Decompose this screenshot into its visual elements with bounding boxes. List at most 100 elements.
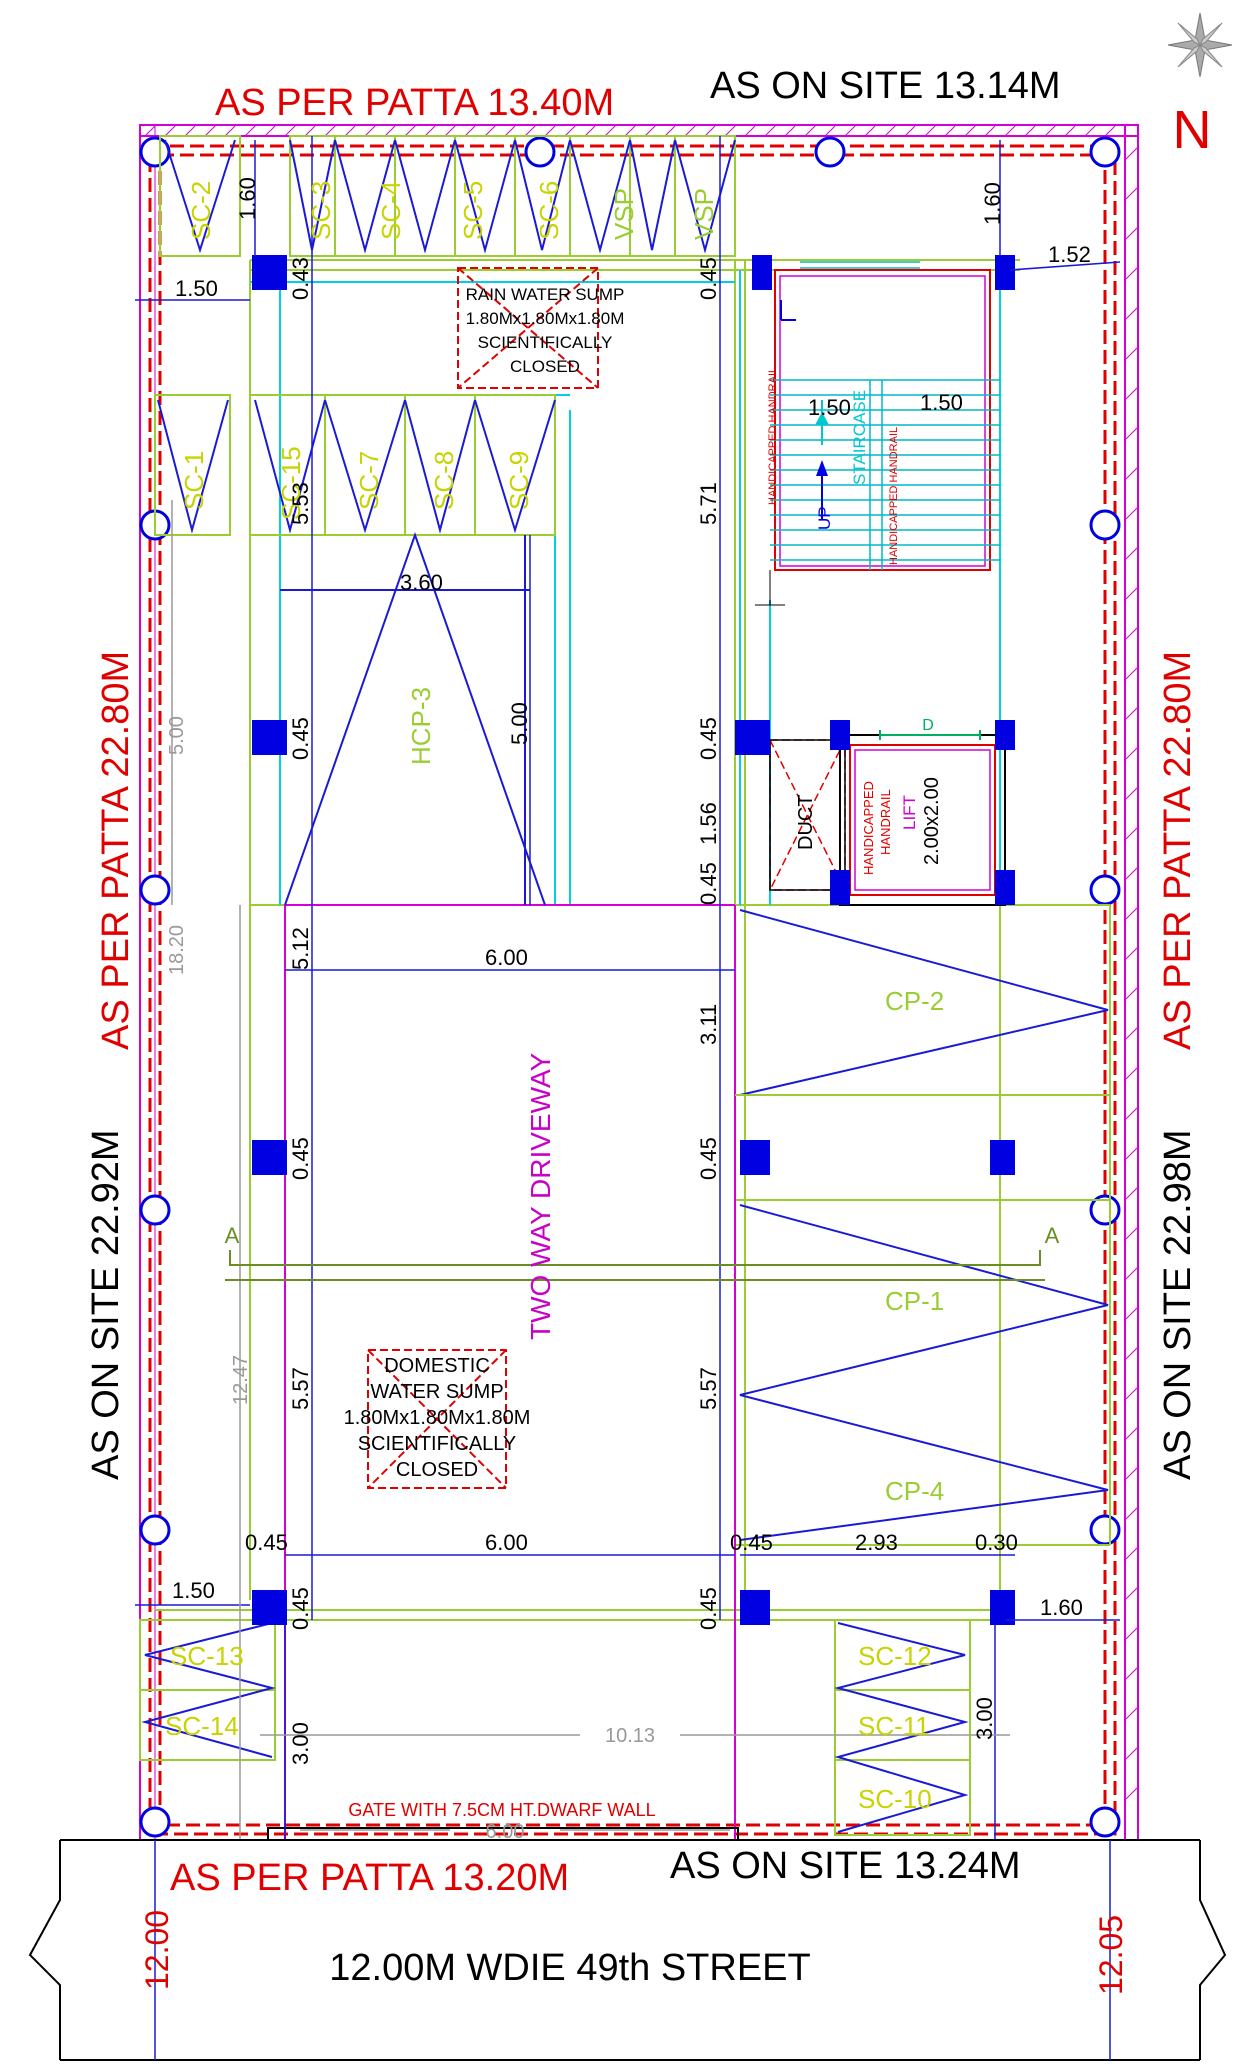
dim-600-gate: 6.00 [486,1821,525,1843]
stall-sc12: SC-12 [858,1641,932,1671]
door-label: D [922,717,934,734]
lift-handrail-2: HANDRAIL [878,789,893,855]
top-site-label: AS ON SITE 13.14M [710,65,1061,107]
lift-handrail-1: HANDICAPPED [861,781,876,875]
dim-045-low-d: 0.45 [696,1587,721,1630]
domestic-water-sump [367,1349,507,1489]
stall-sc10: SC-10 [858,1784,932,1814]
section-label-left: A [225,1223,240,1248]
dim-160-right: 1.60 [980,182,1005,225]
rain-sump-label-2: 1.80Mx1.80Mx1.80M [466,309,625,328]
bottom-patta-label: AS PER PATTA 13.20M [170,1857,569,1899]
top-patta-label: AS PER PATTA 13.40M [215,82,614,124]
dim-360: 3.60 [400,570,443,595]
dim-293: 2.93 [855,1530,898,1555]
domestic-sump-label-5: CLOSED [396,1459,478,1481]
dim-043: 0.43 [288,257,313,300]
dim-160-left: 1.60 [235,177,260,220]
dim-152: 1.52 [1048,242,1091,267]
stall-sc2: SC-2 [186,181,216,240]
dimension-lines [135,136,1121,1840]
dim-160-bottom: 1.60 [1040,1595,1083,1620]
dim-500: 5.00 [507,702,532,745]
mid-stall-diagonals [157,399,556,534]
gray-dimensions [171,500,1010,1840]
street-width-dims [154,1840,1111,2060]
staircase-label: STAIRCASE [850,390,869,485]
stall-sc14: SC-14 [165,1711,239,1741]
dim-045-mid-right: 0.45 [696,717,721,760]
stall-sc1: SC-1 [179,451,209,510]
lift [839,730,1006,906]
stair-arrow-icon [815,400,829,520]
hcp-label: HCP-3 [406,687,436,765]
dim-571: 5.71 [696,482,721,525]
dim-156: 1.56 [696,802,721,845]
dim-557-left: 5.57 [288,1367,313,1410]
section-line [225,1250,1045,1281]
street-width-left: 12.00 [139,1910,175,1990]
stall-sc3: SC-3 [306,181,336,240]
dim-045-upper-right: 0.45 [696,862,721,905]
stall-sc8: SC-8 [429,451,459,510]
stall-sc4: SC-4 [376,181,406,240]
dim-1247: 12.47 [230,1355,252,1405]
dim-600-upper: 6.00 [485,945,528,970]
stall-sc7: SC-7 [354,451,384,510]
street-label: 12.00M WDIE 49th STREET [329,1947,811,1989]
north-label: N [1173,100,1212,160]
rain-sump-label-1: RAIN WATER SUMP [466,285,625,304]
columns [252,255,1015,1625]
domestic-sump-label-3: 1.80Mx1.80Mx1.80M [344,1407,531,1429]
stall-sc15: SC-15 [276,446,306,520]
dim-300-right: 3.00 [972,1697,997,1740]
boundary-hatch [144,124,1139,1801]
dim-300-left: 3.00 [288,1722,313,1765]
dim-557-right: 5.57 [696,1367,721,1410]
dim-311: 3.11 [696,1004,721,1045]
dim-500-gray: 5.00 [166,716,188,755]
mid-parking-stalls [154,394,556,536]
dim-030: 0.30 [975,1530,1018,1555]
dim-045-top: 0.45 [696,257,721,300]
domestic-sump-label-4: SCIENTIFICALLY [358,1433,517,1455]
stall-sc13: SC-13 [170,1641,244,1671]
domestic-sump-label-1: DOMESTIC [384,1355,490,1377]
top-stall-diagonals [164,139,736,254]
domestic-sump-label-2: WATER SUMP [370,1381,503,1403]
magenta-walls [284,904,736,1840]
street [28,1839,1227,2061]
right-site-label: AS ON SITE 22.98M [1157,1129,1199,1480]
rain-sump-label-4: CLOSED [510,357,580,376]
driveway-label: TWO WAY DRIVEWAY [525,1052,556,1340]
stall-sc5: SC-5 [458,181,488,240]
rain-water-sump [457,267,599,389]
grid-markers [139,136,1121,1838]
setback-lines [148,144,1117,1836]
stall-vsp-2: VSP [689,188,719,240]
handrail-label-left: HANDICAPPED HANDRAIL [767,367,779,505]
dim-600-lower: 6.00 [485,1530,528,1555]
bottom-left-stalls [139,1619,276,1761]
up-label: UP [815,506,834,530]
dim-1820: 18.20 [166,925,188,975]
gate-label: GATE WITH 7.5CM HT.DWARF WALL [348,1800,655,1820]
dim-150-top: 1.50 [175,276,218,301]
stall-sc9: SC-9 [504,451,534,510]
cp1-label: CP-1 [885,1286,944,1316]
duct-label: DUCT [795,794,817,850]
dim-045-mid-left: 0.45 [288,717,313,760]
cp4-label: CP-4 [885,1476,944,1506]
stall-sc6: SC-6 [534,181,564,240]
lift-label: LIFT [900,795,919,830]
dim-045-low-b: 0.45 [730,1530,773,1555]
rain-sump-label-3: SCIENTIFICALLY [478,333,613,352]
bottom-site-label: AS ON SITE 13.24M [670,1845,1021,1887]
dim-512: 5.12 [288,927,313,970]
dim-045-c2: 0.45 [696,1137,721,1180]
handrail-label-right: HANDICAPPED HANDRAIL [888,427,900,565]
dim-045-low-a: 0.45 [245,1530,288,1555]
dim-1013: 10.13 [605,1725,655,1747]
section-label-right: A [1045,1223,1060,1248]
